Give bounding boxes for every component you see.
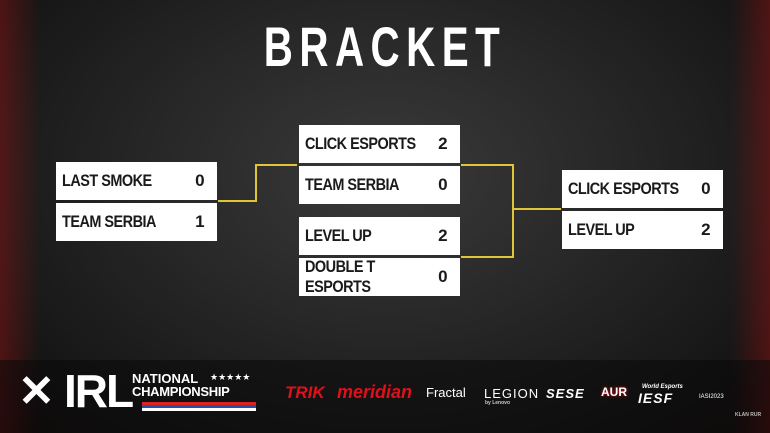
match-sf2-team2: DOUBLE T ESPORTS 0 (299, 257, 460, 296)
page-title: BRACKET (263, 15, 507, 78)
connector (461, 256, 514, 258)
legion-logo: LEGION (484, 386, 540, 401)
meridian-logo: meridian (337, 382, 413, 402)
team-name: TEAM SERBIA (305, 175, 399, 194)
match-sf1-team2: TEAM SERBIA 0 (299, 166, 460, 204)
match-sf2-team1: LEVEL UP 2 (299, 217, 460, 255)
x-mark-icon: ✕ (18, 367, 55, 416)
team-score: 1 (195, 212, 204, 231)
team-name: LAST SMOKE (62, 171, 152, 190)
national-text: NATIONAL (132, 371, 199, 386)
sesc-logo: SESE (546, 386, 585, 401)
flag-stripes (142, 402, 256, 411)
connector (461, 164, 514, 166)
team-score: 0 (438, 267, 447, 286)
team-score: 0 (195, 171, 204, 190)
match-r1-team2: TEAM SERBIA 1 (56, 203, 217, 241)
match-final-team1: CLICK ESPORTS 0 (562, 170, 723, 208)
team-score: 0 (438, 175, 447, 194)
aur-logo: AUR (601, 385, 627, 399)
match-r1-team1: LAST SMOKE 0 (56, 162, 217, 200)
irl-logo: ✕ IRL NATIONAL ★★★★★ CHAMPIONSHIP (18, 365, 258, 417)
team-name: LEVEL UP (305, 226, 372, 245)
irl-text: IRL (64, 365, 134, 417)
team-name: TEAM SERBIA (62, 212, 156, 231)
championship-text: CHAMPIONSHIP (132, 384, 230, 399)
team-name: CLICK ESPORTS (568, 179, 679, 198)
fractal-logo: Fractal (426, 385, 466, 400)
connector (218, 200, 257, 202)
iesf-subtitle: World Esports (642, 384, 683, 390)
trik-logo: TRIK (285, 383, 325, 402)
iesf-logo: IESF (638, 390, 674, 406)
match-final-team2: LEVEL UP 2 (562, 211, 723, 249)
connector (512, 208, 561, 210)
team-score: 2 (438, 134, 447, 153)
team-name: LEVEL UP (568, 220, 635, 239)
team-score: 0 (701, 179, 710, 198)
connector (255, 164, 257, 202)
team-score: 2 (701, 220, 710, 239)
team-name: DOUBLE T ESPORTS (305, 257, 375, 296)
team-name: CLICK ESPORTS (305, 134, 416, 153)
stars: ★★★★★ (210, 372, 251, 382)
klan-logo: KLAN RUR (735, 412, 762, 418)
legion-sub: by Lenovo (485, 400, 511, 406)
iasi-logo: IASI2023 (699, 394, 724, 400)
connector (512, 164, 514, 258)
match-sf1-team1: CLICK ESPORTS 2 (299, 125, 460, 163)
connector (255, 164, 297, 166)
team-score: 2 (438, 226, 447, 245)
sponsor-bar (0, 360, 770, 433)
